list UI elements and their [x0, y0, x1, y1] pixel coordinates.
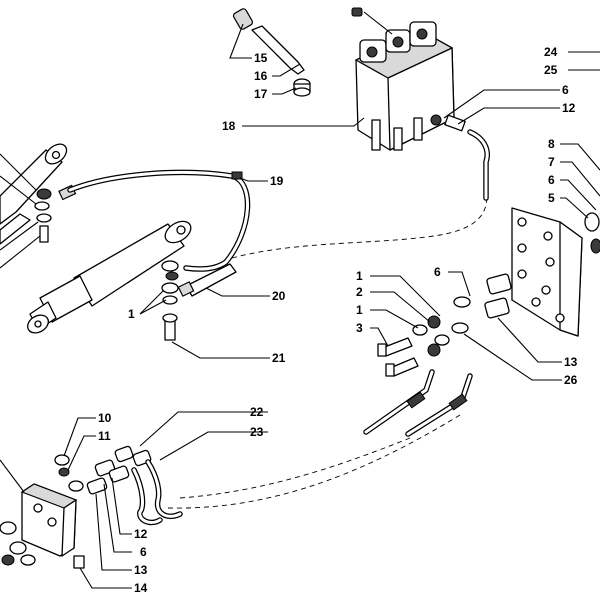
- callout-11: 11: [98, 429, 111, 443]
- callout-5: 5: [548, 191, 555, 205]
- callout-23: 23: [250, 425, 264, 439]
- control-valve-18: [351, 7, 455, 151]
- callout-12-top: 12: [562, 101, 576, 115]
- callout-6-bottom: 6: [140, 545, 147, 559]
- callout-10: 10: [98, 411, 112, 425]
- hose-19: [67, 169, 251, 272]
- valve-elbow-fitting: [444, 114, 490, 201]
- callout-15: 15: [254, 51, 268, 65]
- callout-16: 16: [254, 69, 268, 83]
- mounting-plate-right: [511, 207, 583, 337]
- callout-13-bottom: 13: [134, 563, 148, 577]
- callout-17: 17: [254, 87, 268, 101]
- callout-13-right: 13: [564, 355, 578, 369]
- upper-hydraulic-cylinder: [0, 143, 68, 245]
- callout-12-bottom: 12: [134, 527, 148, 541]
- cylinder-fittings-left: [34, 184, 77, 243]
- callout-19: 19: [270, 174, 284, 188]
- callout-6-mid: 6: [434, 265, 441, 279]
- callout-18: 18: [222, 119, 236, 133]
- callout-1-mid-a: 1: [356, 269, 363, 283]
- callout-22: 22: [250, 405, 264, 419]
- plate-fittings-13-26: [451, 273, 512, 334]
- callout-26: 26: [564, 373, 578, 387]
- callout-3: 3: [356, 321, 363, 335]
- callout-2: 2: [356, 285, 363, 299]
- callout-8: 8: [548, 137, 555, 151]
- callout-labels: 24 25 6 12 15 16 17 18 19 20 1 21 8 7 6 …: [98, 45, 578, 595]
- callout-24: 24: [544, 45, 558, 59]
- lever-parts-15-17: [232, 8, 311, 97]
- right-edge-fittings: [584, 212, 600, 254]
- hoses-22-23: [131, 459, 183, 526]
- callout-1-left: 1: [128, 307, 135, 321]
- callout-21: 21: [272, 351, 286, 365]
- callout-1-mid-b: 1: [356, 303, 363, 317]
- callout-20: 20: [272, 289, 286, 303]
- hoses-lower-right: [363, 369, 473, 437]
- callout-7: 7: [548, 155, 555, 169]
- fittings-20-group: [161, 260, 237, 341]
- leader-lines: [0, 23, 600, 589]
- lower-left-block: [20, 483, 78, 557]
- dashed-hose-routes: [167, 197, 488, 509]
- callout-6-top: 6: [562, 83, 569, 97]
- callout-6-right: 6: [548, 173, 555, 187]
- callout-25: 25: [544, 63, 558, 77]
- lower-hydraulic-cylinder: [27, 220, 192, 334]
- fittings-group-1-2-3: [377, 315, 450, 377]
- callout-14: 14: [134, 581, 148, 595]
- lower-left-fittings: [0, 445, 152, 569]
